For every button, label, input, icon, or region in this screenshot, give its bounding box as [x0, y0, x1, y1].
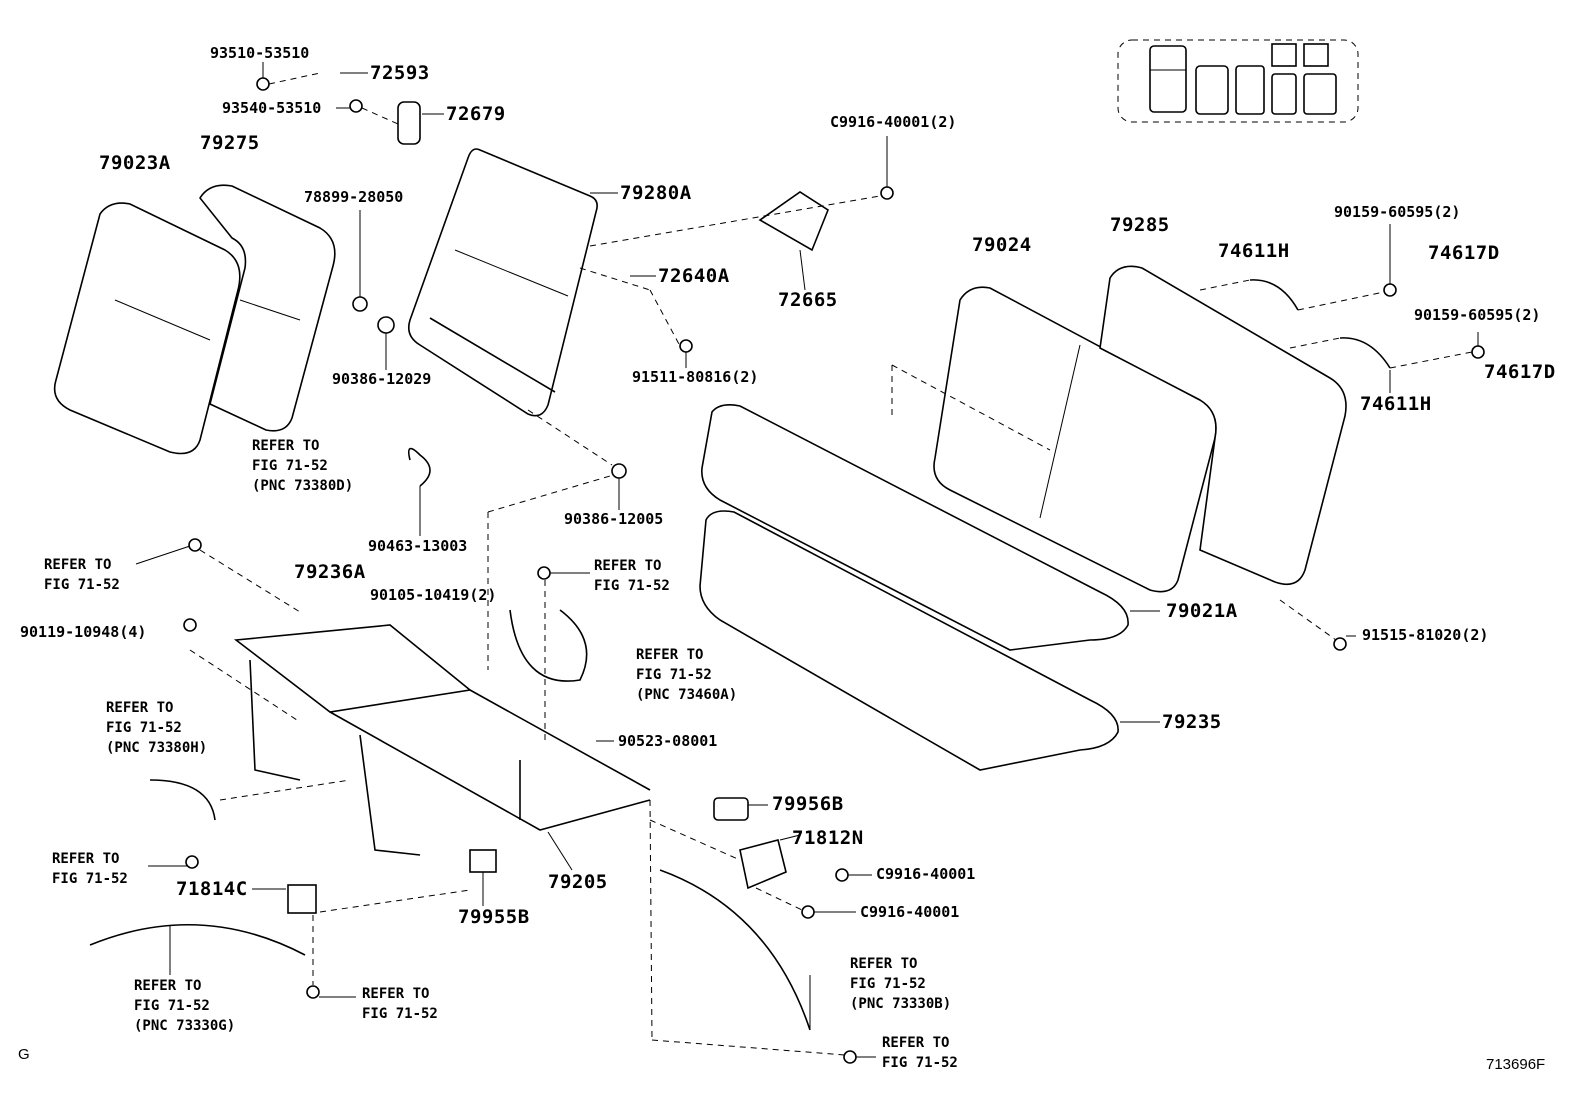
refer-label-73380H: REFER TO FIG 71-52 (PNC 73380H) — [106, 700, 208, 756]
part-label-93510-53510: 93510-53510 — [210, 44, 310, 62]
refer-label-bottom-right: REFER TO FIG 71-52 — [882, 1035, 958, 1071]
refer-label-bottom-center: REFER TO FIG 71-52 — [362, 986, 438, 1022]
seat-cushion-79021A — [701, 404, 1129, 651]
part-label-79021A: 79021A — [1166, 600, 1238, 622]
refer-label-center: REFER TO FIG 71-52 — [594, 558, 670, 594]
seat-frame-79205 — [233, 624, 651, 856]
refer-label-73460A: REFER TO FIG 71-52 (PNC 73460A) — [636, 647, 738, 703]
refer-label-73330B: REFER TO FIG 71-52 (PNC 73330B) — [850, 956, 952, 1012]
part-label-79205: 79205 — [548, 871, 608, 893]
part-label-78899-28050: 78899-28050 — [304, 188, 404, 206]
part-label-C9916-40001-2: C9916-40001(2) — [830, 113, 957, 131]
rear-seatback-79285 — [1099, 265, 1347, 586]
part-label-79280A: 79280A — [620, 182, 692, 204]
seat-belts — [89, 609, 811, 1031]
part-label-91515-81020-2: 91515-81020(2) — [1362, 626, 1489, 644]
part-label-79024: 79024 — [972, 234, 1032, 256]
part-label-90463-13003: 90463-13003 — [368, 537, 468, 555]
part-label-90105-10419-2: 90105-10419(2) — [370, 586, 497, 604]
part-label-74611H-bottom: 74611H — [1360, 393, 1432, 415]
part-label-74617D-top: 74617D — [1428, 242, 1500, 264]
part-label-79275: 79275 — [200, 132, 260, 154]
part-label-90386-12029: 90386-12029 — [332, 370, 432, 388]
part-label-C9916-40001-upper: C9916-40001 — [876, 865, 976, 883]
rear-seatback-79024 — [933, 286, 1217, 593]
part-label-79236A: 79236A — [294, 561, 366, 583]
part-label-79955B: 79955B — [458, 906, 530, 928]
seat-cushion-79235 — [699, 510, 1119, 771]
assembly-dashed-lines — [189, 72, 1473, 1056]
part-label-74611H-top: 74611H — [1218, 240, 1290, 262]
part-label-93540-53510: 93540-53510 — [222, 99, 322, 117]
refer-label-73330G: REFER TO FIG 71-52 (PNC 73330G) — [134, 978, 236, 1034]
part-label-79956B: 79956B — [772, 793, 844, 815]
part-label-72640A: 72640A — [658, 265, 730, 287]
part-label-71814C: 71814C — [176, 878, 248, 900]
vehicle-locator-inset — [1117, 39, 1359, 123]
part-label-72679: 72679 — [446, 103, 506, 125]
small-parts — [183, 77, 1485, 1064]
corner-letter: G — [18, 1046, 30, 1063]
part-label-72593: 72593 — [370, 62, 430, 84]
part-label-79023A: 79023A — [99, 152, 171, 174]
seatback-79023A — [53, 202, 241, 455]
seatback-79275 — [199, 184, 336, 432]
part-label-79285: 79285 — [1110, 214, 1170, 236]
part-label-74617D-bottom: 74617D — [1484, 361, 1556, 383]
part-label-91511-80816-2: 91511-80816(2) — [632, 368, 759, 386]
figure-code: 713696F — [1486, 1056, 1546, 1073]
part-label-90159-60595-2-bottom: 90159-60595(2) — [1414, 306, 1541, 324]
refer-label-left-lower: REFER TO FIG 71-52 — [52, 851, 128, 887]
part-label-90523-08001: 90523-08001 — [618, 732, 718, 750]
part-label-90119-10948-4: 90119-10948(4) — [20, 623, 147, 641]
leader-lines — [135, 62, 1479, 1058]
part-label-79235: 79235 — [1162, 711, 1222, 733]
part-label-71812N: 71812N — [792, 827, 864, 849]
refer-label-73380D: REFER TO FIG 71-52 (PNC 73380D) — [252, 438, 354, 494]
part-label-90386-12005: 90386-12005 — [564, 510, 664, 528]
part-label-72665: 72665 — [778, 289, 838, 311]
seatback-frame-79280A — [407, 148, 598, 417]
part-label-C9916-40001-lower: C9916-40001 — [860, 903, 960, 921]
refer-label-left-upper: REFER TO FIG 71-52 — [44, 557, 120, 593]
part-label-90159-60595-2-top: 90159-60595(2) — [1334, 203, 1461, 221]
